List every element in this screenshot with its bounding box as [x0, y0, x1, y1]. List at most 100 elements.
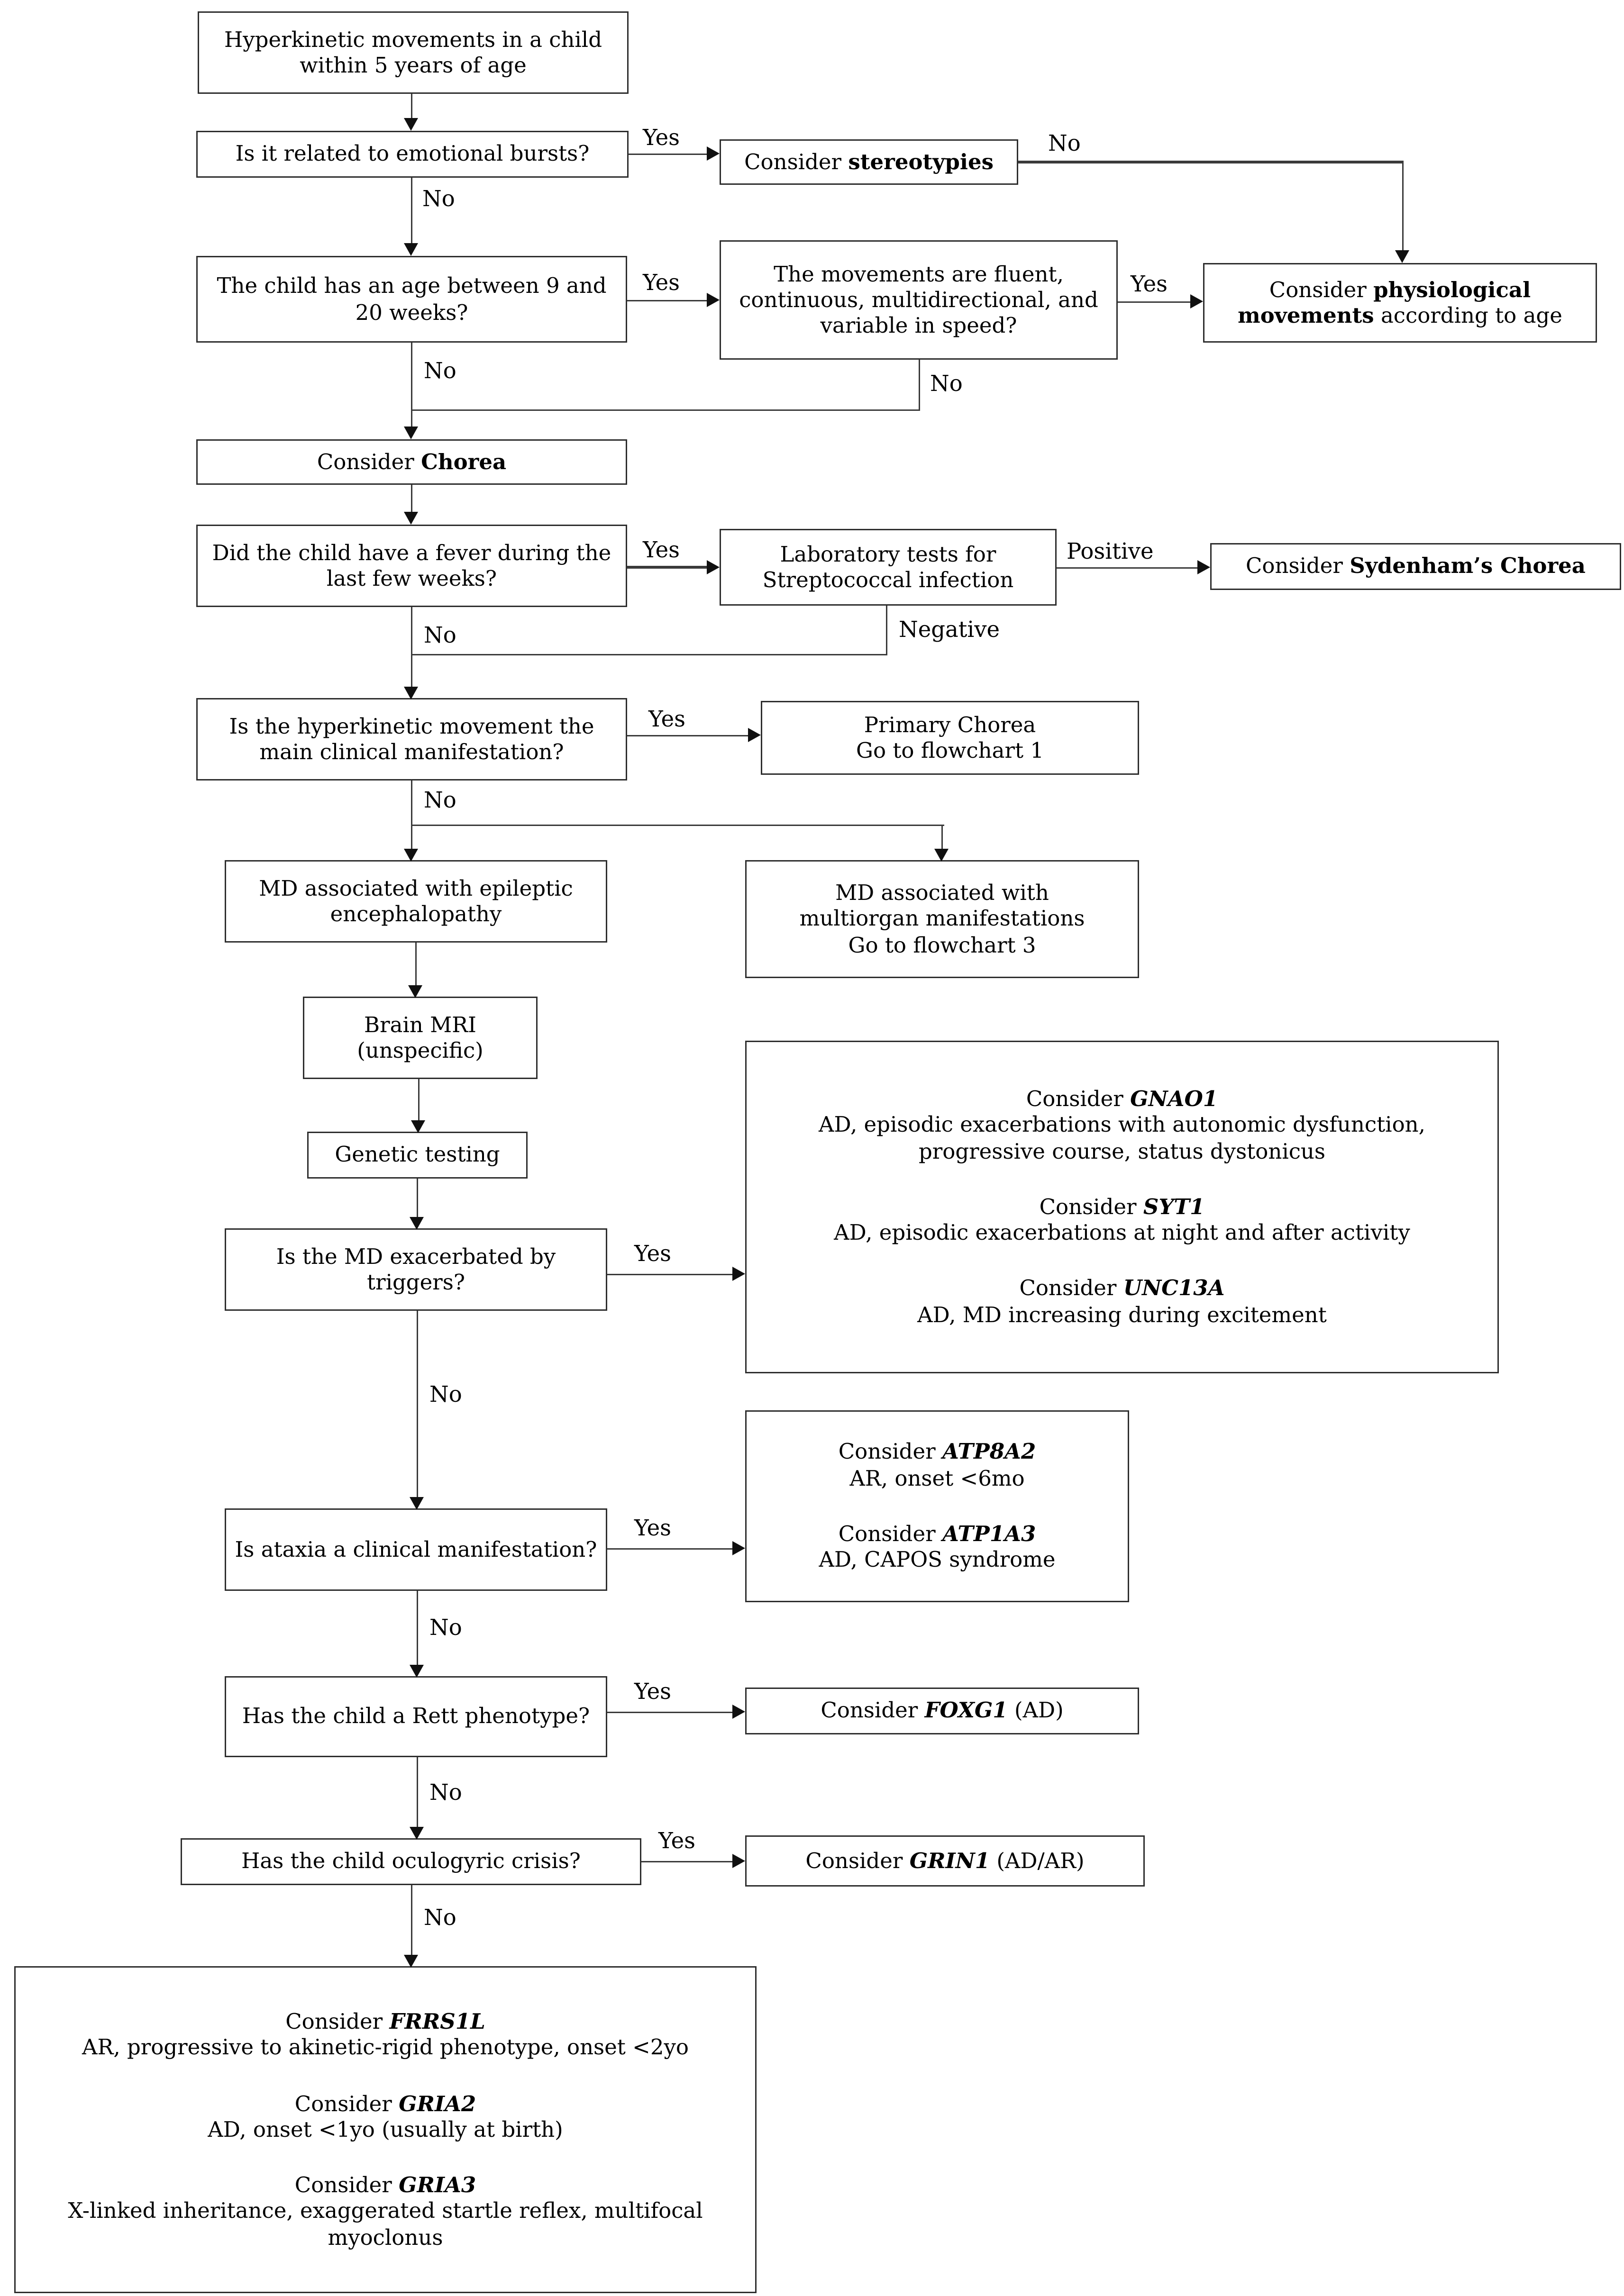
arrow-head-right	[1190, 294, 1203, 309]
arrow-head-down	[404, 243, 418, 256]
flow-line	[410, 178, 413, 245]
edge-label-yes-movements: Yes	[1131, 272, 1168, 297]
edge-label-yes-main: Yes	[648, 707, 686, 732]
gene-box-triggers-entries: Consider GNAO1 AD, episodic exacerbation…	[755, 1086, 1489, 1328]
gene-entry-atp1a3-title: Consider ATP1A3	[838, 1521, 1036, 1547]
node-consider-physiological-movements: Consider physiological movements accordi…	[1203, 263, 1597, 343]
node-question-emotional-bursts-text: Is it related to emotional bursts?	[235, 141, 590, 167]
node-primary-chorea-line1: Primary Chorea	[864, 712, 1036, 738]
flow-line	[607, 1547, 735, 1550]
flow-line	[417, 1079, 420, 1122]
node-consider-chorea-text: Consider Chorea	[317, 449, 507, 475]
node-consider-foxg1: Consider FOXG1 (AD)	[745, 1688, 1139, 1734]
gene-entry-gria2: Consider GRIA2 AD, onset <1yo (usually a…	[24, 2091, 747, 2143]
node-consider-sydenhams-chorea-text: Consider Sydenham’s Chorea	[1246, 554, 1586, 580]
flow-line	[410, 485, 413, 515]
edge-label-yes-rett: Yes	[634, 1679, 672, 1705]
node-brain-mri-line2: (unspecific)	[357, 1038, 484, 1063]
node-question-age-9-20-weeks-text: The child has an age between 9 and 20 we…	[217, 273, 607, 325]
node-question-rett-text: Has the child a Rett phenotype?	[242, 1704, 590, 1730]
gene-entry-frrs1l-desc: AR, progressive to akinetic-rigid phenot…	[82, 2034, 689, 2060]
node-question-ataxia: Is ataxia a clinical manifestation?	[225, 1508, 607, 1591]
flow-line	[607, 1711, 735, 1714]
node-start-text: Hyperkinetic movements in a child within…	[224, 27, 602, 78]
node-consider-chorea: Consider Chorea	[196, 439, 627, 485]
edge-label-no-stereotypies: No	[1048, 131, 1081, 156]
node-gene-box-ataxia: Consider ATP8A2 AR, onset <6mo Consider …	[745, 1410, 1129, 1602]
arrow-head-down	[404, 687, 418, 699]
node-md-multiorgan-line1: MD associated with	[835, 880, 1049, 906]
node-md-multiorgan-line2: multiorgan manifestations	[799, 906, 1085, 932]
edge-label-yes-oculogyric: Yes	[658, 1828, 696, 1854]
gene-entry-gria3-title: Consider GRIA3	[294, 2172, 476, 2198]
gene-entry-gnao1-title: Consider GNAO1	[1026, 1086, 1218, 1112]
node-md-multiorgan: MD associated with multiorgan manifestat…	[745, 860, 1139, 978]
arrow-head-right	[732, 1541, 745, 1555]
flow-line	[1057, 566, 1200, 569]
gene-entry-unc13a: Consider UNC13A AD, MD increasing during…	[755, 1276, 1489, 1328]
flow-line	[627, 299, 710, 302]
gene-entry-gria2-desc: AD, onset <1yo (usually at birth)	[208, 2116, 563, 2142]
arrow-head-down	[404, 512, 418, 525]
node-consider-physiological-movements-text: Consider physiological movements accordi…	[1238, 277, 1562, 328]
gene-entry-unc13a-title: Consider UNC13A	[1019, 1276, 1225, 1302]
flow-line	[411, 408, 920, 411]
edge-label-no-age: No	[424, 358, 456, 384]
arrow-head-right	[707, 293, 720, 307]
node-primary-chorea: Primary Chorea Go to flowchart 1	[761, 701, 1139, 775]
node-consider-stereotypies: Consider stereotypies	[720, 139, 1018, 185]
node-consider-stereotypies-text: Consider stereotypies	[744, 149, 994, 175]
flow-line	[411, 653, 887, 656]
arrow-head-down	[411, 1120, 425, 1133]
gene-entry-atp8a2: Consider ATP8A2 AR, onset <6mo	[755, 1439, 1119, 1491]
node-laboratory-tests: Laboratory tests for Streptococcal infec…	[720, 529, 1057, 606]
arrow-head-down	[408, 985, 422, 998]
gene-entry-unc13a-desc: AD, MD increasing during excitement	[917, 1302, 1327, 1328]
flow-line	[410, 1885, 413, 1956]
edge-label-positive-lab: Positive	[1067, 539, 1154, 564]
edge-label-no-rett: No	[429, 1780, 462, 1806]
gene-entry-atp8a2-title: Consider ATP8A2	[838, 1439, 1036, 1465]
flow-line	[410, 343, 413, 428]
edge-label-negative-lab: Negative	[899, 617, 1000, 643]
flow-line	[607, 1273, 735, 1276]
flow-line	[416, 1757, 419, 1828]
node-question-movements-fluent: The movements are fluent, continuous, mu…	[720, 240, 1118, 360]
node-question-oculogyric: Has the child oculogyric crisis?	[181, 1838, 641, 1885]
edge-label-yes-triggers: Yes	[634, 1241, 672, 1267]
edge-label-no-ataxia: No	[429, 1615, 462, 1641]
node-consider-sydenhams-chorea: Consider Sydenham’s Chorea	[1210, 543, 1621, 590]
arrow-head-right	[748, 728, 761, 742]
node-consider-grin1: Consider GRIN1 (AD/AR)	[745, 1835, 1145, 1887]
flow-line	[627, 566, 710, 569]
node-question-fever-text: Did the child have a fever during the la…	[212, 540, 611, 591]
arrow-head-right	[707, 559, 720, 574]
node-question-triggers-text: Is the MD exacerbated by triggers?	[276, 1243, 556, 1295]
node-question-main-manifestation: Is the hyperkinetic movement the main cl…	[196, 698, 627, 780]
flow-line	[416, 1591, 419, 1666]
arrow-head-down	[410, 1827, 424, 1840]
edge-label-no-fever: No	[424, 623, 456, 648]
node-consider-foxg1-text: Consider FOXG1 (AD)	[821, 1698, 1064, 1724]
flow-line	[629, 153, 710, 155]
node-question-ataxia-text: Is ataxia a clinical manifestation?	[235, 1536, 597, 1562]
edge-label-yes-age: Yes	[643, 270, 680, 296]
arrow-head-right	[732, 1267, 745, 1281]
node-genetic-testing-text: Genetic testing	[335, 1142, 500, 1168]
edge-label-yes-ataxia: Yes	[634, 1516, 672, 1541]
arrow-head-down	[404, 849, 418, 862]
node-gene-box-final: Consider FRRS1L AR, progressive to akine…	[14, 1966, 757, 2293]
flow-line	[1401, 161, 1404, 252]
gene-entry-syt1: Consider SYT1 AD, episodic exacerbations…	[755, 1194, 1489, 1246]
flow-line	[410, 824, 944, 826]
edge-label-no-movements: No	[930, 371, 963, 397]
flow-line	[940, 825, 943, 850]
arrow-head-down	[934, 849, 949, 862]
gene-entry-gnao1: Consider GNAO1 AD, episodic exacerbation…	[755, 1086, 1489, 1164]
flow-line	[918, 360, 921, 411]
flow-line	[410, 94, 413, 119]
node-brain-mri-line1: Brain MRI	[364, 1012, 476, 1038]
edge-label-no-oculogyric: No	[424, 1905, 456, 1931]
gene-entry-frrs1l-title: Consider FRRS1L	[285, 2008, 485, 2034]
